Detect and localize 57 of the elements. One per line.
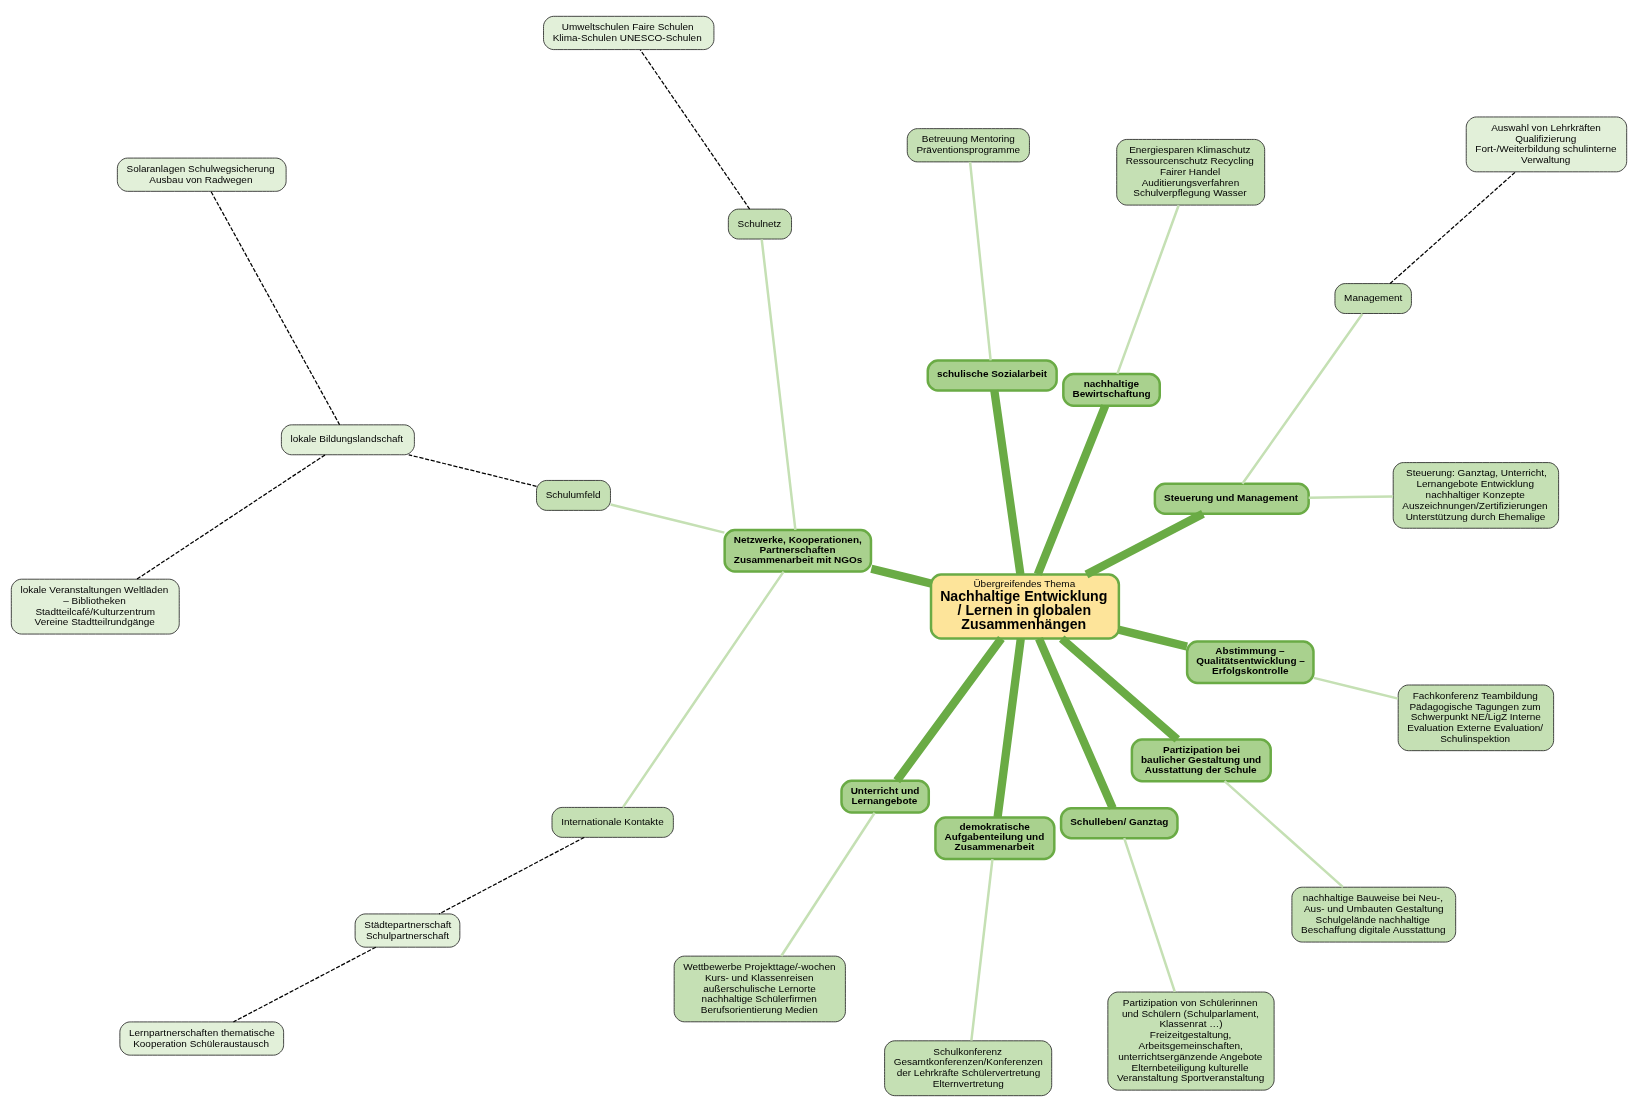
connector	[1123, 837, 1176, 992]
connector	[1308, 494, 1394, 499]
node-box: lokale Veranstaltungen Weltläden – Bibliotheken Stadtteilcafé/Kulturzentrum Vereine Stadtteilrundgänge	[10, 578, 180, 634]
node-box: Übergreifendes Thema Nachhaltige Entwicklung / Lernen in globalen Zusammenhängen	[929, 572, 1121, 640]
node-box: nachhaltige Bewirtschaftung	[1062, 372, 1161, 407]
node-box: Netzwerke, Kooperationen, Partnerschaften Zusammenarbeit mit NGOs	[723, 528, 873, 573]
connector	[990, 389, 1025, 575]
connector	[639, 48, 751, 210]
node-box: lokale Bildungslandschaft	[280, 423, 415, 455]
node-box: Auswahl von Lehrkräften Qualifizierung Fort-/Weiterbildung schulinterne Verwaltung	[1465, 116, 1628, 172]
node-box: nachhaltige Bauweise bei Neu-, Aus- und Umbauten Gestaltung Schulgelände nachhaltige Beschaffung digitale Ausstattung	[1291, 886, 1457, 942]
node-box: Wettbewerbe Projekttage/-wochen Kurs- und Klassenreisen außerschulische Lernorte nachhaltige Schülerfirmen Berufsorientierung Medien	[673, 955, 846, 1022]
node-box: Umweltschulen Faire Schulen Klima-Schulen UNESCO-Schulen	[543, 15, 715, 50]
node-box: Schulkonferenz Gesamtkonferenzen/Konferenzen der Lehrkräfte Schülervertretung Elternvertretung	[884, 1039, 1053, 1096]
node-box: schulische Sozialarbeit	[926, 358, 1058, 392]
node-box: Fachkonferenz Teambildung Pädagogische Tagungen zum Schwerpunkt NE/LigZ Interne Evaluation Externe Evaluation/ Schulinspektion	[1397, 684, 1555, 751]
node-box: Management	[1334, 282, 1412, 314]
connector	[893, 635, 1005, 783]
node-box: Betreuung Mentoring Präventionsprogramme	[906, 127, 1030, 162]
connector	[1033, 403, 1110, 576]
connector	[968, 161, 992, 360]
node-box: Steuerung und Management	[1153, 482, 1310, 515]
node-box: Schulnetz	[727, 208, 792, 239]
node-box: Schulleben/ Ganztag	[1059, 806, 1179, 839]
connector	[438, 836, 585, 914]
connector	[970, 858, 994, 1041]
connector	[760, 238, 797, 530]
connector	[136, 453, 326, 580]
node-box: Solaranlagen Schulwegsicherung Ausbau von Radwegen	[116, 157, 287, 192]
node-box: Städtepartnerschaft Schulpartnerschaft	[354, 913, 461, 948]
connector	[1241, 312, 1364, 484]
connector	[1084, 509, 1205, 578]
node-box: Partizipation von Schülerinnen und Schülern (Schulparlament, Klassenrat …) Freizeitgestaltung, Arbeitsgemeinschaften, unterrichtsergänzende Angebote Elternbeteiligung kulturelle Veranstaltung Sportveranstaltung	[1107, 991, 1275, 1091]
connector	[1035, 636, 1117, 810]
connector	[1058, 634, 1180, 743]
connector	[1389, 170, 1517, 284]
connector	[1223, 779, 1344, 888]
connector	[1313, 676, 1399, 700]
connector	[1116, 204, 1180, 374]
node-box: Abstimmung – Qualitätsentwicklung – Erfolgskontrolle	[1185, 639, 1315, 684]
connector	[780, 811, 876, 957]
connector	[232, 946, 377, 1022]
node-box: demokratische Aufgabenteilung und Zusammenarbeit	[934, 815, 1056, 860]
connector	[210, 190, 341, 425]
connector	[408, 453, 538, 487]
node-box: Partizipation bei baulicher Gestaltung und Ausstattung der Schule	[1130, 737, 1272, 782]
connector	[993, 637, 1025, 818]
node-box: Unterricht und Lernangebote	[840, 779, 931, 814]
connector	[610, 502, 725, 534]
connector	[870, 564, 932, 587]
node-box: Steuerung: Ganztag, Unterricht, Lernangebote Entwicklung nachhaltiger Konzepte Auszeichnungen/Zertifizierungen Unterstützung durch Ehemalige	[1392, 461, 1560, 529]
node-box: Energiesparen Klimaschutz Ressourcenschutz Recycling Fairer Handel Auditierungsverfahren Schulverpflegung Wasser	[1116, 138, 1266, 205]
node-box: Internationale Kontakte	[551, 806, 674, 838]
connector	[1117, 625, 1188, 651]
connector	[621, 570, 785, 808]
node-box: Schulumfeld	[536, 479, 611, 511]
node-box: Lernpartnerschaften thematische Kooperation Schüleraustausch	[119, 1021, 285, 1056]
